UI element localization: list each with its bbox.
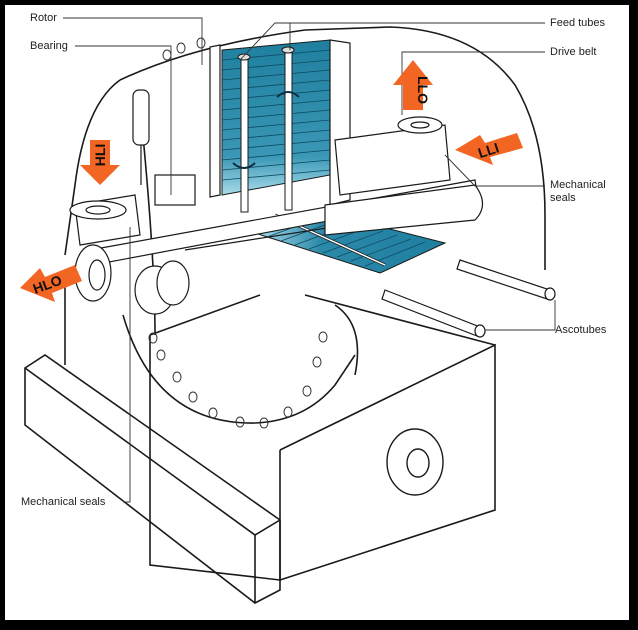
diagram-canvas: HLI HLO LLO LLI Rotor Bearing Feed tubes… — [5, 5, 629, 620]
housing — [24, 26, 546, 604]
flow-arrow-hlo: HLO — [20, 265, 82, 302]
flow-arrow-lli: LLI — [455, 133, 523, 165]
callout-drive-belt: Drive belt — [550, 46, 597, 58]
hli-label: HLI — [92, 144, 108, 167]
rotor-upper — [209, 39, 351, 213]
callout-mechanical-seals-right: Mechanical seals — [550, 179, 606, 205]
callout-feed-tubes: Feed tubes — [550, 17, 606, 29]
ascotubes — [381, 259, 556, 338]
callout-mechanical-seals-right-line2: seals — [550, 192, 576, 204]
exchanger-drawing: HLI HLO LLO LLI — [20, 17, 556, 604]
drain-port — [386, 428, 444, 496]
callout-ascotubes: Ascotubes — [555, 324, 607, 336]
callout-rotor: Rotor — [30, 12, 57, 24]
leader-lines — [63, 17, 556, 503]
main-shaft — [69, 89, 484, 315]
callout-mechanical-seals-left: Mechanical seals — [21, 496, 106, 508]
lli-label: LLI — [476, 139, 501, 161]
callout-mechanical-seals-right-line1: Mechanical — [550, 179, 606, 191]
llo-label: LLO — [415, 76, 431, 104]
flow-arrow-llo: LLO — [393, 60, 433, 110]
flow-arrow-hli: HLI — [80, 140, 120, 185]
callout-bearing: Bearing — [30, 40, 68, 52]
bolt-holes — [148, 37, 328, 429]
